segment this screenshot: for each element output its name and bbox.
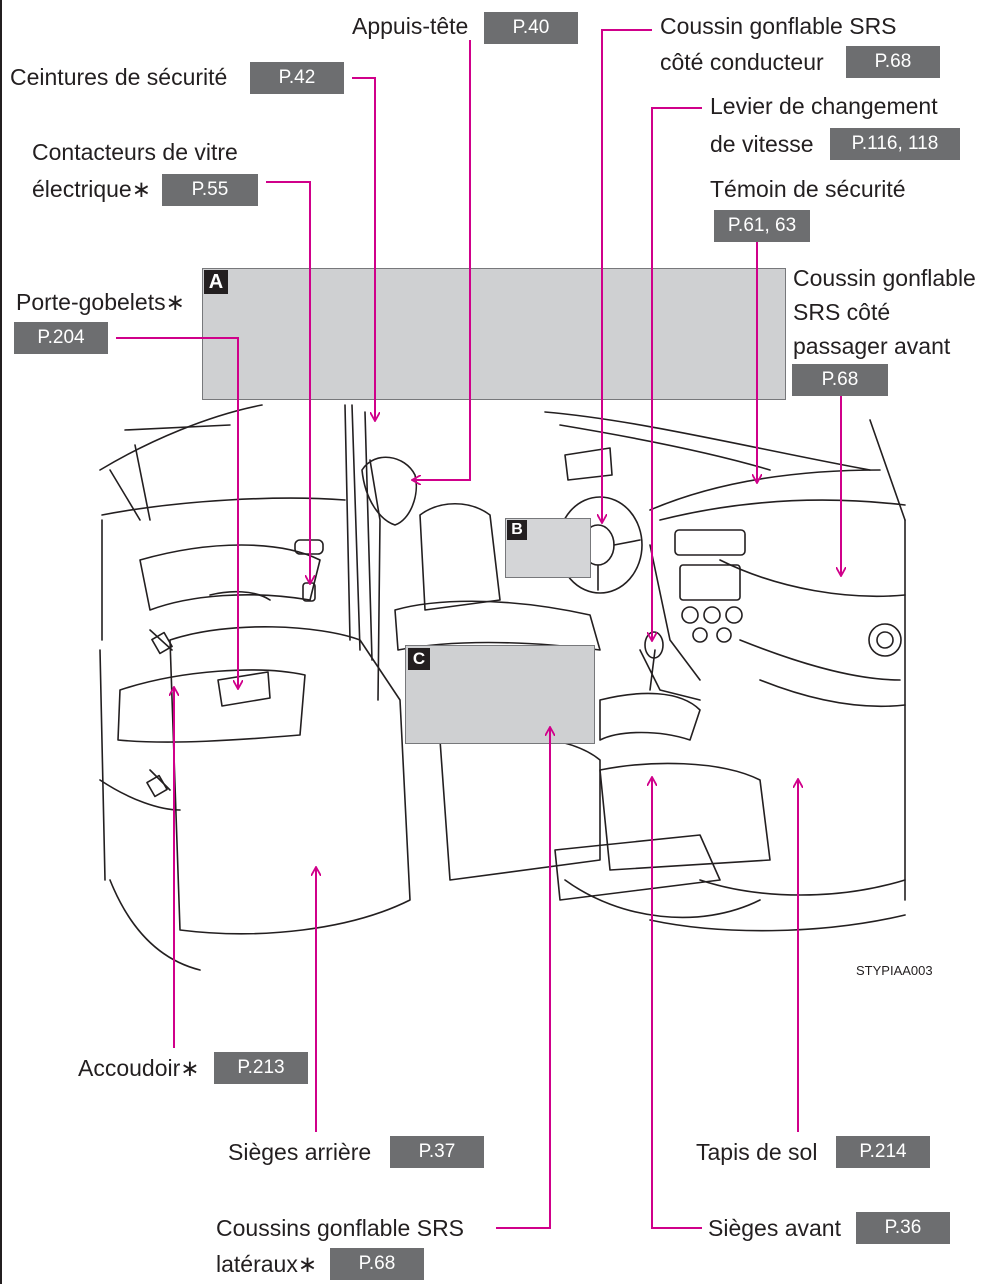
label-contacteurs-line2: électrique∗ (32, 176, 151, 202)
label-coussins-lateraux-line2: latéraux∗ (216, 1251, 318, 1277)
page-ref-sieges-arriere[interactable]: P.37 (390, 1136, 484, 1168)
callout-badge-c: C (408, 648, 430, 670)
page-ref-tapis[interactable]: P.214 (836, 1136, 930, 1168)
label-coussins-lateraux-line1: Coussins gonflable SRS (216, 1215, 465, 1241)
page-ref-appuis-tete[interactable]: P.40 (484, 12, 578, 44)
leader-levier (652, 107, 702, 640)
label-accoudoir: Accoudoir∗ (78, 1055, 200, 1081)
figure-code: STYPIAA003 (856, 963, 933, 978)
page-ref-accoudoir[interactable]: P.213 (214, 1052, 308, 1084)
callout-panel-a (202, 268, 786, 400)
label-appuis-tete: Appuis-tête (352, 13, 469, 39)
page-ref-porte-gobelets[interactable]: P.204 (14, 322, 108, 354)
label-sieges-arriere: Sièges arrière (228, 1139, 372, 1165)
label-coussin-conducteur-line2: côté conducteur (660, 49, 824, 75)
page-ref-contacteurs[interactable]: P.55 (162, 174, 258, 206)
callout-inset-c (405, 645, 595, 744)
leader-coussins-lateraux (496, 728, 550, 1229)
page-ref-temoin[interactable]: P.61, 63 (714, 210, 810, 242)
label-coussin-passager-line3: passager avant (793, 333, 951, 359)
label-coussin-passager-line1: Coussin gonflable (793, 265, 976, 291)
label-levier-line1: Levier de changement (710, 93, 938, 119)
label-coussin-passager-line2: SRS côté (793, 299, 891, 325)
label-tapis: Tapis de sol (696, 1139, 818, 1165)
page-ref-coussin-conducteur[interactable]: P.68 (846, 46, 940, 78)
page-left-rule (0, 0, 2, 1284)
label-ceintures: Ceintures de sécurité (10, 64, 228, 90)
callout-badge-b: B (507, 520, 527, 540)
leader-porte-gobelets (116, 337, 238, 688)
label-levier-line2: de vitesse (710, 131, 814, 157)
label-sieges-avant: Sièges avant (708, 1215, 841, 1241)
page-ref-coussin-passager[interactable]: P.68 (792, 364, 888, 396)
leader-appuis-tete (413, 40, 471, 480)
callout-badge-a: A (204, 270, 228, 294)
page-ref-levier[interactable]: P.116, 118 (830, 128, 960, 160)
page-ref-coussins-lateraux[interactable]: P.68 (330, 1248, 424, 1280)
page-ref-sieges-avant[interactable]: P.36 (856, 1212, 950, 1244)
page-ref-ceintures[interactable]: P.42 (250, 62, 344, 94)
label-contacteurs-line1: Contacteurs de vitre (32, 139, 238, 165)
leader-sieges-avant (652, 778, 702, 1229)
leader-contacteurs (266, 181, 310, 583)
leader-coussin-conducteur (602, 29, 652, 522)
leader-ceintures (352, 77, 375, 420)
label-porte-gobelets: Porte-gobelets∗ (16, 289, 185, 315)
label-coussin-conducteur-line1: Coussin gonflable SRS (660, 13, 897, 39)
label-temoin: Témoin de sécurité (710, 176, 906, 202)
